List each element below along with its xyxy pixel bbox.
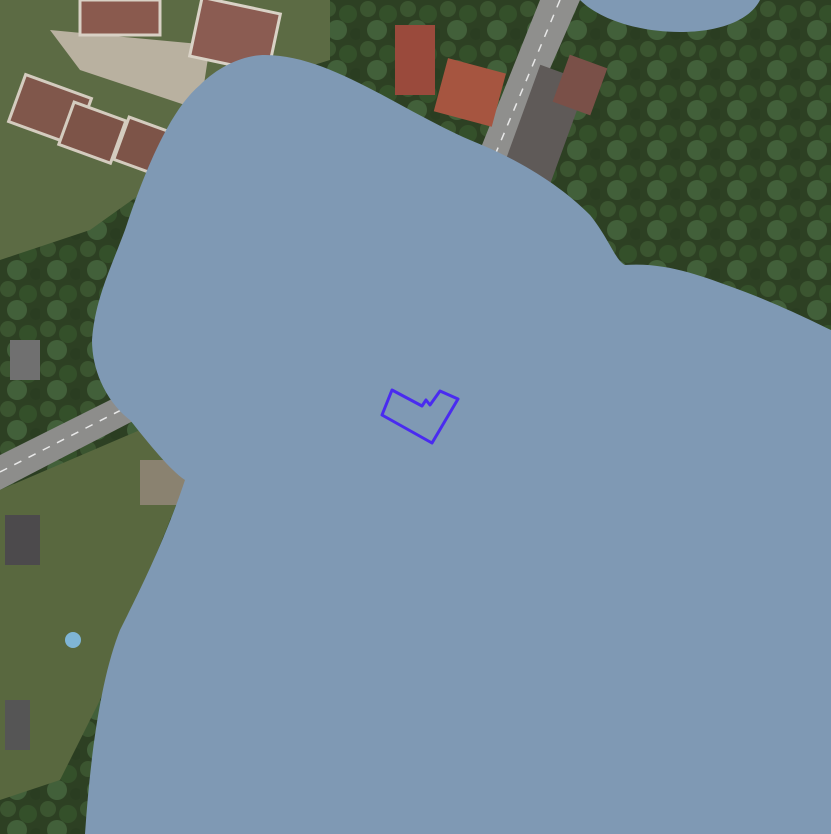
road	[480, 0, 580, 160]
pool	[65, 632, 81, 648]
building	[10, 340, 40, 380]
selected-parcel-outline-icon[interactable]	[380, 388, 460, 445]
building	[433, 58, 506, 127]
residential-area	[0, 430, 190, 800]
building	[552, 54, 608, 116]
building	[78, 0, 162, 37]
road-marking	[494, 0, 561, 156]
building	[5, 700, 30, 750]
building	[395, 25, 435, 95]
road	[0, 395, 135, 490]
coverage-overlay[interactable]	[85, 0, 831, 834]
overlay-top-shape[interactable]	[580, 0, 760, 32]
road-marking	[0, 406, 128, 473]
pavement-area	[50, 30, 210, 110]
parcel-boundary[interactable]	[380, 388, 460, 445]
building	[56, 100, 128, 166]
building	[5, 515, 40, 565]
overlay-main-shape[interactable]	[85, 55, 831, 834]
